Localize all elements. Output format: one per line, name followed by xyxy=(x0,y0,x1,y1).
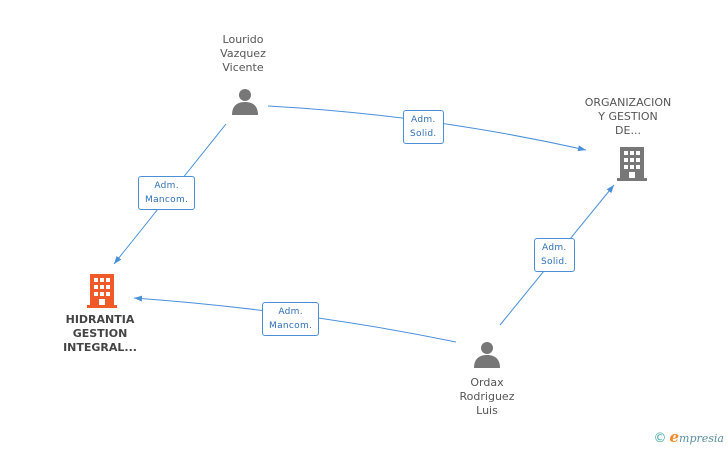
edge-label-lourido-hidrantia[interactable]: Adm. Mancom. xyxy=(138,176,196,210)
edge-label-line: Adm. xyxy=(154,181,179,191)
node-label-line: INTEGRAL... xyxy=(63,341,137,354)
brand-initial: e xyxy=(669,428,680,446)
node-label-line: Ordax xyxy=(470,376,504,389)
node-label-line: Vicente xyxy=(222,61,264,74)
node-label-line: Luis xyxy=(476,404,498,417)
node-label-line: Y GESTION xyxy=(598,110,658,123)
edge-label-ordax-organizacion[interactable]: Adm. Solid. xyxy=(534,238,575,272)
edge-label-line: Mancom. xyxy=(269,321,313,331)
node-label-line: DE... xyxy=(615,124,641,137)
node-label-line: HIDRANTIA xyxy=(65,313,135,326)
edge-label-line: Adm. xyxy=(411,115,436,125)
node-label-line: Vazquez xyxy=(220,47,266,60)
node-label-line: Lourido xyxy=(222,33,264,46)
node-label-lourido[interactable]: Lourido Vazquez Vicente xyxy=(205,33,281,75)
person-icon xyxy=(474,342,500,368)
edge-label-ordax-hidrantia[interactable]: Adm. Mancom. xyxy=(262,302,320,336)
node-label-ordax[interactable]: Ordax Rodriguez Luis xyxy=(447,376,527,418)
edge-label-line: Solid. xyxy=(410,129,437,139)
node-label-line: ORGANIZACION xyxy=(584,96,672,109)
empresia-logo: ©empresia xyxy=(653,428,724,446)
edge-label-lourido-organizacion[interactable]: Adm. Solid. xyxy=(403,110,444,144)
building-icon xyxy=(87,274,117,308)
node-label-line: Rodriguez xyxy=(459,390,515,403)
brand-name: mpresia xyxy=(679,432,724,445)
person-icon xyxy=(232,89,258,115)
node-label-organizacion[interactable]: ORGANIZACION Y GESTION DE... xyxy=(578,96,678,138)
edge-label-line: Adm. xyxy=(278,307,303,317)
edge-label-line: Mancom. xyxy=(145,195,189,205)
edge-label-line: Adm. xyxy=(542,243,567,253)
edge-label-line: Solid. xyxy=(541,257,568,267)
node-label-line: GESTION xyxy=(72,327,128,340)
copyright-icon: © xyxy=(653,431,667,446)
building-icon xyxy=(617,147,647,181)
node-label-hidrantia[interactable]: HIDRANTIA GESTION INTEGRAL... xyxy=(52,313,148,355)
